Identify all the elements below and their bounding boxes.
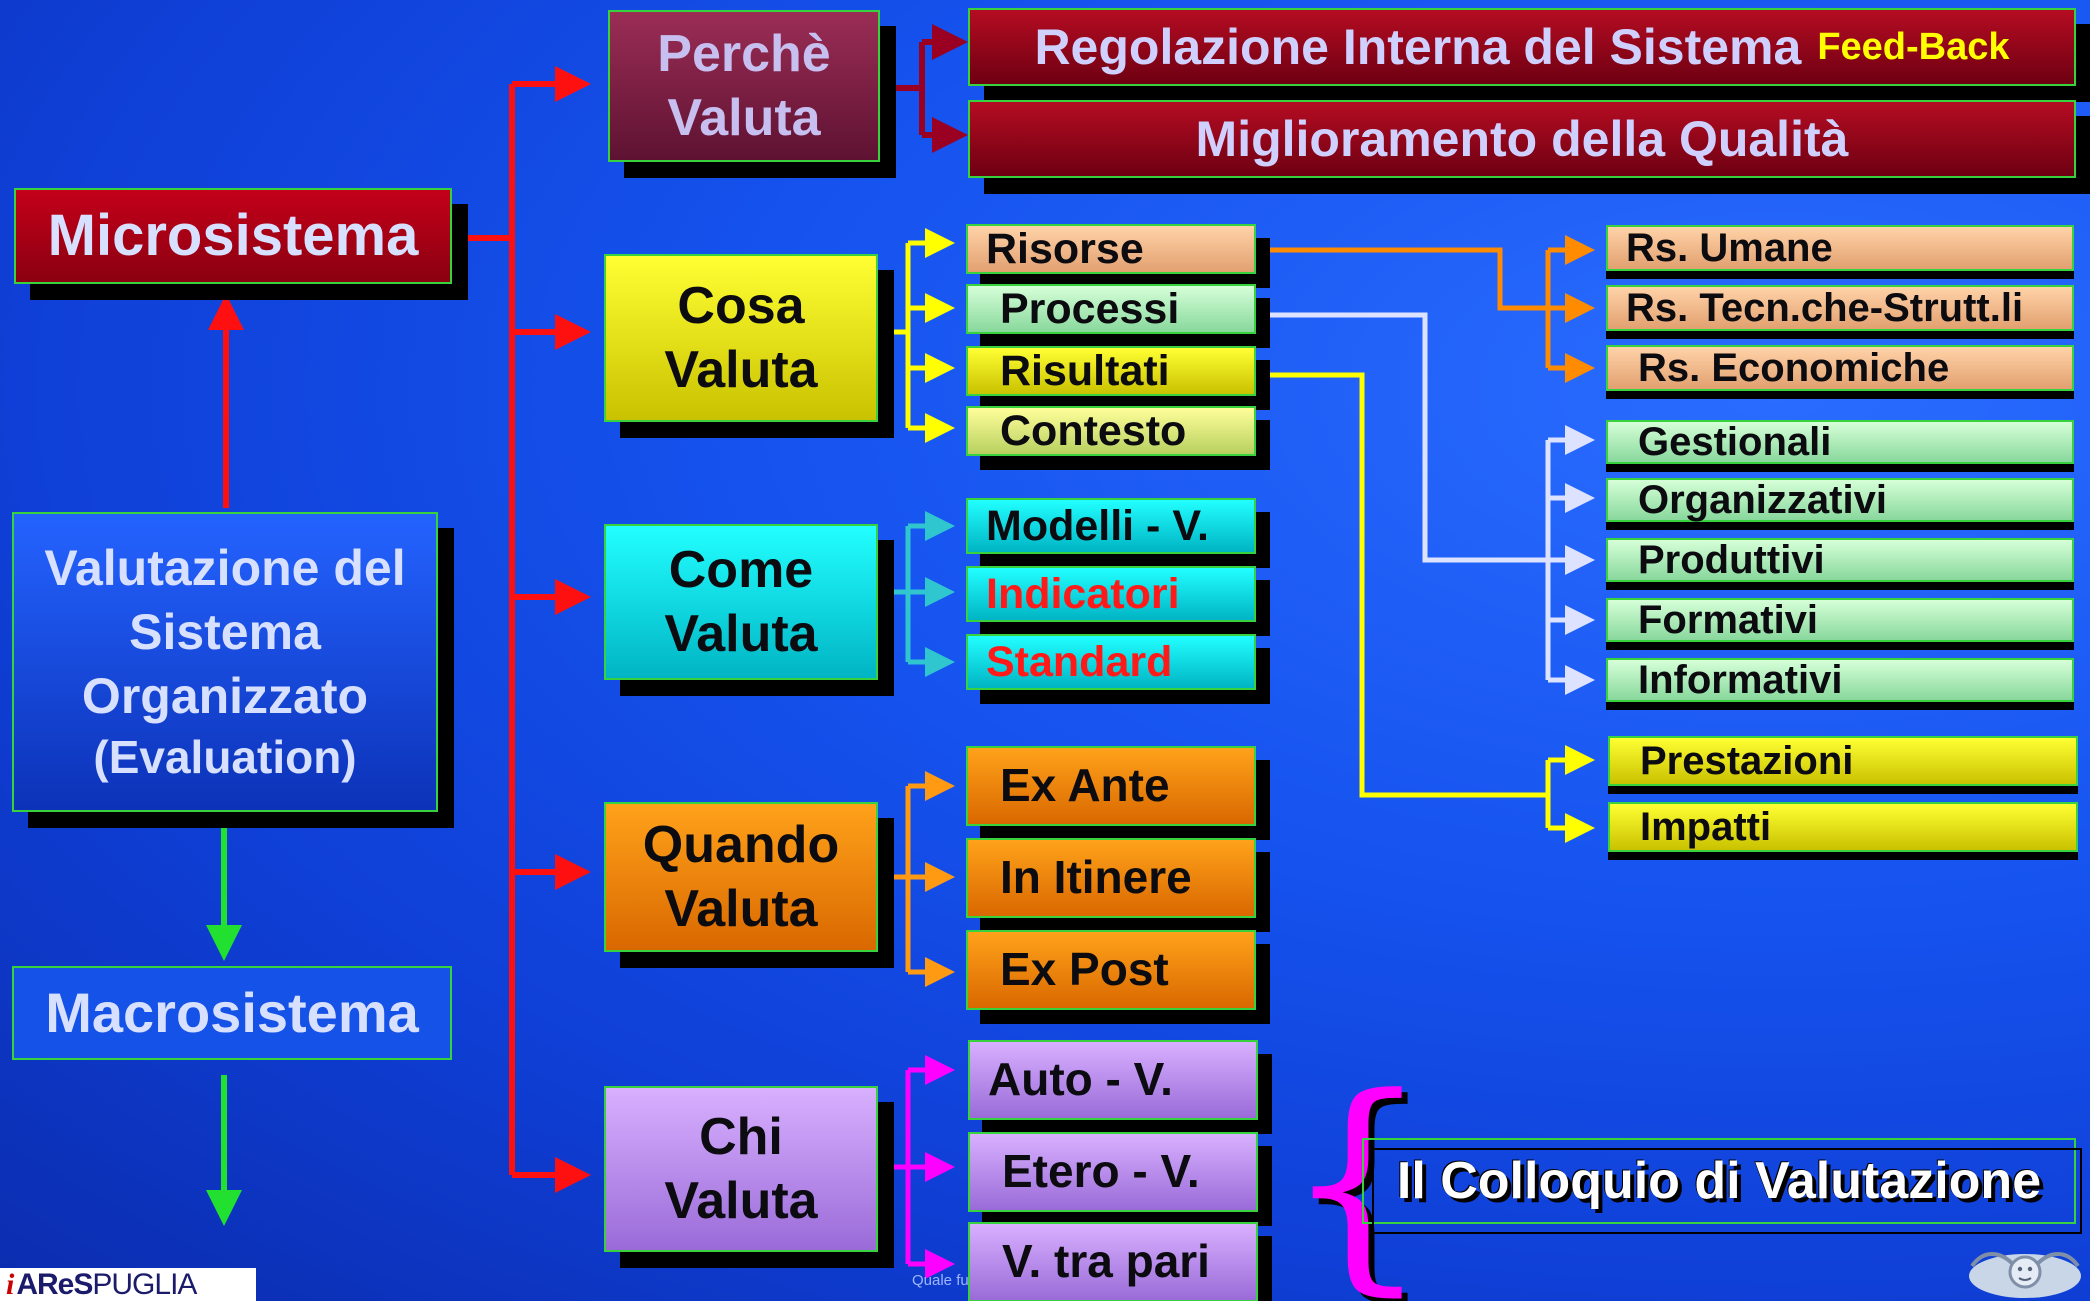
cosa-item-risultati: Risultati xyxy=(966,346,1256,396)
valutazione-line-3: Organizzato xyxy=(81,668,369,725)
tra-pari-label: V. tra pari xyxy=(1002,1235,1210,1288)
processi-type-organizzativi: Organizzativi xyxy=(1606,478,2074,522)
cherub-seal-icon xyxy=(1969,1252,2081,1298)
come-line-1: Come xyxy=(668,540,814,599)
rs-tecn-label: Rs. Tecn.che-Strutt.li xyxy=(1626,285,2024,330)
chi-item-auto: Auto - V. xyxy=(968,1040,1258,1120)
logo-bold: AReS xyxy=(16,1267,93,1301)
perche-branch-lines xyxy=(880,24,968,153)
macrosistema-box: Macrosistema xyxy=(12,966,452,1060)
rs-umane-label: Rs. Umane xyxy=(1626,225,1833,270)
auto-v-label: Auto - V. xyxy=(988,1053,1173,1106)
colloquio-shadow-frame xyxy=(1372,1148,2082,1234)
risorse-label: Risorse xyxy=(986,224,1144,273)
logo-mark: i xyxy=(6,1267,15,1301)
ares-puglia-logo: i AReS PUGLIA xyxy=(0,1268,256,1301)
indicatori-label: Indicatori xyxy=(986,569,1180,618)
processi-branch-lines xyxy=(1258,312,1595,695)
footer-caption: Quale fu xyxy=(912,1272,969,1289)
chi-line-1: Chi xyxy=(699,1107,783,1166)
quando-line-1: Quando xyxy=(642,815,840,874)
perche-valuta-box: Perchè Valuta xyxy=(608,10,880,162)
prestazioni-label: Prestazioni xyxy=(1640,738,1854,783)
come-line-2: Valuta xyxy=(664,605,818,663)
cosa-line-1: Cosa xyxy=(677,276,805,335)
come-item-standard: Standard xyxy=(966,634,1256,690)
chi-item-etero: Etero - V. xyxy=(968,1132,1258,1212)
perche-line-2: Valuta xyxy=(667,89,821,147)
logo-rest: PUGLIA xyxy=(92,1267,197,1301)
risultati-type-impatti: Impatti xyxy=(1608,802,2078,852)
come-item-modelli: Modelli - V. xyxy=(966,498,1256,554)
produttivi-label: Produttivi xyxy=(1638,537,1825,582)
valutazione-line-1: Valutazione del xyxy=(44,540,406,597)
rs-economiche-label: Rs. Economiche xyxy=(1638,345,1950,390)
processi-type-gestionali: Gestionali xyxy=(1606,420,2074,464)
risultati-branch-lines xyxy=(1258,372,1595,843)
processi-type-formativi: Formativi xyxy=(1606,598,2074,642)
impatti-label: Impatti xyxy=(1640,804,1772,849)
formativi-label: Formativi xyxy=(1638,597,1819,642)
informativi-label: Informativi xyxy=(1638,657,1843,702)
microsistema-label: Microsistema xyxy=(47,202,419,268)
processi-label: Processi xyxy=(1000,284,1180,333)
risultati-type-prestazioni: Prestazioni xyxy=(1608,736,2078,786)
organizzativi-label: Organizzativi xyxy=(1638,477,1887,522)
quando-branch-lines xyxy=(878,771,955,987)
cosa-item-processi: Processi xyxy=(966,284,1256,334)
risorse-type-economiche: Rs. Economiche xyxy=(1606,345,2074,391)
chi-line-2: Valuta xyxy=(664,1172,818,1230)
curly-brace-icon: { xyxy=(1284,1049,1431,1301)
cosa-branch-lines xyxy=(878,228,955,443)
ex-ante-label: Ex Ante xyxy=(1000,759,1170,812)
cosa-item-contesto: Contesto xyxy=(966,406,1256,456)
feedback-label: Feed-Back xyxy=(1817,25,2010,68)
come-valuta-box: Come Valuta xyxy=(604,524,878,680)
quando-item-ex-post: Ex Post xyxy=(966,930,1256,1010)
quando-line-2: Valuta xyxy=(664,880,818,938)
chi-item-tra-pari: V. tra pari xyxy=(968,1222,1258,1301)
modelli-label: Modelli - V. xyxy=(986,501,1209,550)
valutazione-line-2: Sistema xyxy=(129,604,321,661)
chi-valuta-box: Chi Valuta xyxy=(604,1086,878,1252)
gestionali-label: Gestionali xyxy=(1638,419,1832,464)
in-itinere-label: In Itinere xyxy=(1000,851,1192,904)
risultati-label: Risultati xyxy=(1000,346,1170,395)
microsistema-box: Microsistema xyxy=(14,188,452,284)
etero-v-label: Etero - V. xyxy=(1002,1145,1200,1198)
valutazione-sistema-box: Valutazione del Sistema Organizzato (Eva… xyxy=(12,512,438,812)
cosa-valuta-box: Cosa Valuta xyxy=(604,254,878,422)
colloquio-box: Il Colloquio di Valutazione xyxy=(1362,1138,2082,1234)
cosa-item-risorse: Risorse xyxy=(966,224,1256,274)
valutazione-line-4: (Evaluation) xyxy=(93,731,357,784)
chi-branch-lines xyxy=(878,1055,955,1279)
perche-line-1: Perchè xyxy=(657,24,831,83)
quando-item-ex-ante: Ex Ante xyxy=(966,746,1256,826)
miglioramento-label: Miglioramento della Qualità xyxy=(1195,111,1849,167)
regolazione-label: Regolazione Interna del Sistema xyxy=(1034,19,1802,75)
regolazione-box: Regolazione Interna del Sistema Feed-Bac… xyxy=(968,8,2076,86)
come-branch-lines xyxy=(878,511,955,677)
contesto-label: Contesto xyxy=(1000,406,1187,455)
risorse-type-tecn: Rs. Tecn.che-Strutt.li xyxy=(1606,285,2074,331)
macrosistema-label: Macrosistema xyxy=(45,980,419,1044)
quando-item-in-itinere: In Itinere xyxy=(966,838,1256,918)
processi-type-produttivi: Produttivi xyxy=(1606,538,2074,582)
microsistema-branch-lines xyxy=(208,66,591,1193)
miglioramento-box: Miglioramento della Qualità xyxy=(968,100,2076,178)
standard-label: Standard xyxy=(986,637,1173,686)
processi-type-informativi: Informativi xyxy=(1606,658,2074,702)
cosa-line-2: Valuta xyxy=(664,341,818,399)
ex-post-label: Ex Post xyxy=(1000,943,1169,996)
risorse-type-umane: Rs. Umane xyxy=(1606,225,2074,271)
quando-valuta-box: Quando Valuta xyxy=(604,802,878,952)
colloquio-label: Il Colloquio di Valutazione xyxy=(1396,1151,2042,1210)
risorse-branch-lines xyxy=(1258,235,1595,383)
come-item-indicatori: Indicatori xyxy=(966,566,1256,622)
